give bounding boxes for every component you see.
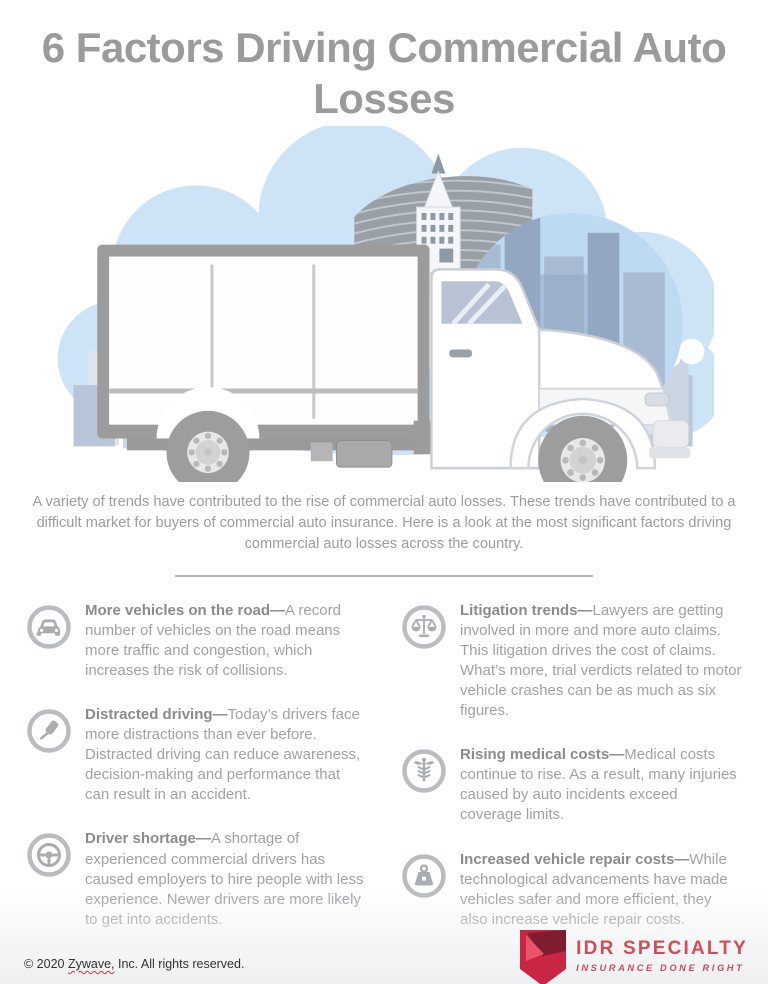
- factor-body: Medical costs continue to rise. As a res…: [460, 746, 737, 824]
- copyright-flagged-word: Zywave,: [67, 957, 115, 971]
- factors-column-right: Litigation trends—Lawyers are getting in…: [401, 601, 742, 930]
- weight-icon: [402, 853, 446, 898]
- factor-body: Today’s drivers face more distractions t…: [85, 706, 361, 804]
- factor-separator: —: [212, 706, 228, 723]
- factors-column-left: More vehicles on the road—A record numbe…: [26, 601, 367, 930]
- logo-text: IDR SPECIALTY INSURANCE DONE RIGHT: [576, 938, 748, 973]
- factor-separator: —: [674, 850, 690, 868]
- factor-separator: —: [609, 746, 625, 764]
- caduceus-icon: [402, 749, 446, 793]
- factor-text: Rising medical costs—Medical costs conti…: [460, 745, 742, 825]
- phone-in-hand-icon: [27, 709, 71, 753]
- logo-title: IDR SPECIALTY: [576, 938, 748, 959]
- factor-heading: More vehicles on the road: [85, 601, 271, 619]
- copyright-suffix: Inc. All rights reserved.: [114, 957, 245, 971]
- factor-separator: —: [577, 601, 593, 619]
- copyright-text: © 2020 Zywave, Inc. All rights reserved.: [24, 957, 244, 971]
- factors-grid: More vehicles on the road—A record numbe…: [0, 577, 768, 930]
- factor-text: Driver shortage—A shortage of experience…: [85, 829, 367, 929]
- truck-city-illustration: [57, 126, 714, 483]
- factor-item-repair-costs: Increased vehicle repair costs—While tec…: [401, 850, 742, 930]
- page-title: 6 Factors Driving Commercial Auto Losses: [41, 24, 727, 123]
- factor-item-driver-shortage: Driver shortage—A shortage of experience…: [26, 829, 367, 929]
- scales-of-justice-icon: [402, 604, 446, 649]
- factor-heading: Distracted driving: [85, 706, 213, 723]
- factor-separator: —: [270, 601, 286, 619]
- factor-text: More vehicles on the road—A record numbe…: [85, 601, 367, 681]
- box-truck: [97, 245, 691, 483]
- logo-tagline: INSURANCE DONE RIGHT: [576, 963, 745, 973]
- factor-heading: Litigation trends: [460, 601, 578, 619]
- factor-heading: Increased vehicle repair costs: [460, 850, 675, 868]
- intro-paragraph: A variety of trends have contributed to …: [32, 494, 736, 552]
- factor-text: Distracted driving—Today’s drivers face …: [85, 705, 367, 805]
- rear-wheel: [166, 411, 250, 483]
- copyright-prefix: © 2020: [24, 957, 68, 971]
- factor-heading: Rising medical costs: [460, 746, 610, 764]
- factor-text: Increased vehicle repair costs—While tec…: [460, 850, 742, 930]
- factor-body: Lawyers are getting involved in more and…: [460, 601, 742, 720]
- footer: © 2020 Zywave, Inc. All rights reserved.…: [0, 929, 768, 984]
- factor-item-distracted-driving: Distracted driving—Today’s drivers face …: [26, 705, 367, 805]
- idr-specialty-logo: IDR SPECIALTY INSURANCE DONE RIGHT: [519, 929, 748, 984]
- front-wheel: [538, 416, 628, 483]
- car-icon: [27, 604, 71, 649]
- factor-body: A record number of vehicles on the road …: [85, 601, 341, 679]
- factor-item-litigation-trends: Litigation trends—Lawyers are getting in…: [401, 601, 742, 722]
- factor-heading: Driver shortage: [85, 830, 196, 848]
- factor-separator: —: [195, 830, 211, 848]
- factor-text: Litigation trends—Lawyers are getting in…: [460, 601, 742, 722]
- factor-item-more-vehicles: More vehicles on the road—A record numbe…: [26, 601, 367, 681]
- steering-wheel-icon: [27, 833, 71, 878]
- logo-shield-icon: [520, 930, 567, 984]
- factor-item-rising-medical-costs: Rising medical costs—Medical costs conti…: [401, 745, 742, 825]
- truck-cab: [430, 268, 691, 470]
- section-divider: [175, 574, 593, 577]
